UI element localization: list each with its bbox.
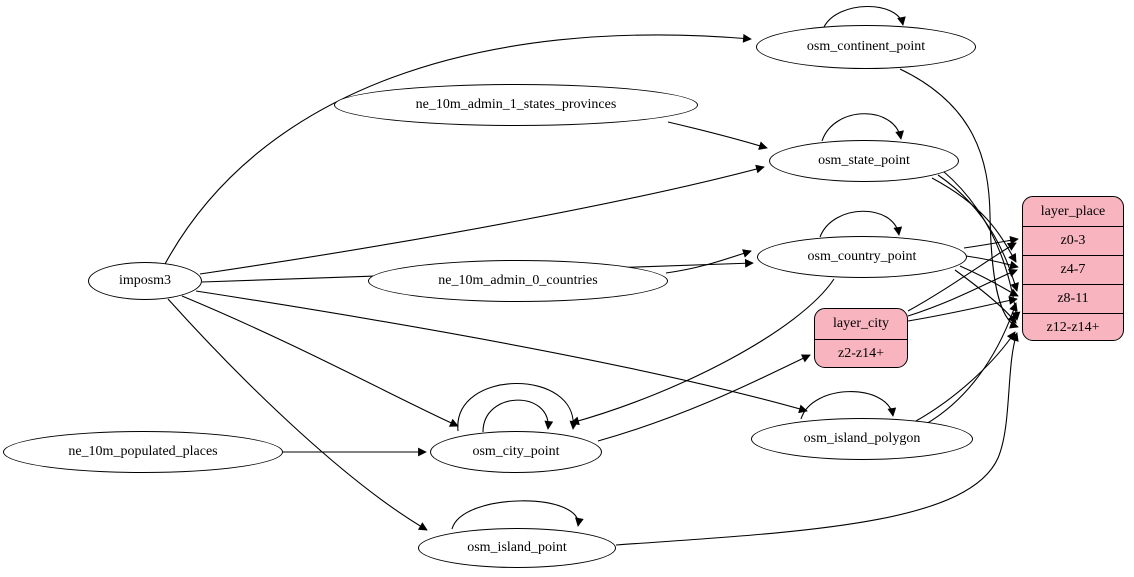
node-imposm3: imposm3 — [88, 262, 202, 300]
edge-country-city — [570, 278, 835, 426]
edge-layer-city-z4 — [907, 268, 1018, 317]
zoom-row-label: z8-11 — [1057, 291, 1089, 306]
node-label: osm_country_point — [807, 249, 917, 264]
edge-country-z4 — [965, 255, 1019, 270]
node-label: osm_island_point — [467, 540, 567, 555]
edge-imposm3-city — [181, 295, 459, 427]
edge-city-layer-city — [597, 354, 811, 442]
node-ne-10m-populated-places: ne_10m_populated_places — [3, 431, 283, 473]
edge-island-point-z12 — [615, 332, 1019, 546]
edge-layer-city-z0 — [907, 242, 1017, 312]
node-label: osm_city_point — [472, 444, 560, 459]
edge-state-z12 — [942, 170, 1021, 321]
self-loop-island-polygon — [800, 391, 897, 420]
record-layer-city: layer_city z2-z14+ — [814, 308, 908, 368]
zoom-row-z2-z14: z2-z14+ — [815, 339, 907, 367]
zoom-row-z4-7: z4-7 — [1023, 255, 1123, 284]
zoom-row-label: z12-z14+ — [1046, 320, 1100, 335]
node-osm-country-point: osm_country_point — [757, 236, 967, 278]
node-label: osm_island_polygon — [803, 431, 921, 446]
record-layer-place: layer_place z0-3 z4-7 z8-11 z12-z14+ — [1022, 196, 1124, 341]
self-loop-country — [819, 210, 903, 238]
self-loop-state — [821, 113, 904, 142]
node-label: ne_10m_admin_1_states_provinces — [415, 97, 617, 112]
edge-imposm3-island-point — [167, 298, 428, 531]
node-osm-continent-point: osm_continent_point — [756, 25, 976, 69]
edge-ne-admin1-state — [667, 121, 768, 150]
node-osm-state-point: osm_state_point — [769, 140, 959, 182]
edge-imposm3-state — [199, 164, 765, 275]
zoom-row-label: z4-7 — [1060, 262, 1086, 277]
edge-island-polygon-z12 — [915, 331, 1016, 422]
node-osm-island-point: osm_island_point — [418, 528, 616, 568]
edge-imposm3-continent — [164, 33, 752, 265]
zoom-row-z12-z14: z12-z14+ — [1023, 313, 1123, 340]
edge-continent-z12 — [899, 68, 1019, 329]
node-label: ne_10m_admin_0_countries — [438, 273, 598, 288]
record-title-label: layer_place — [1040, 203, 1106, 219]
zoom-row-z8-11: z8-11 — [1023, 284, 1123, 313]
edge-layer-city-z8 — [907, 296, 1018, 322]
edge-country-z8 — [959, 265, 1019, 297]
edge-ne-admin0-country — [665, 249, 752, 274]
node-ne-10m-admin-0-countries: ne_10m_admin_0_countries — [368, 260, 668, 302]
zoom-row-label: z0-3 — [1060, 233, 1086, 248]
edge-state-z4 — [931, 177, 1017, 263]
self-loop-continent — [823, 6, 906, 28]
edge-country-z0 — [963, 235, 1019, 249]
edge-imposm3-island-polygon — [195, 290, 808, 414]
node-label: ne_10m_populated_places — [68, 444, 218, 459]
record-title-label: layer_city — [833, 316, 889, 331]
zoom-row-z0-3: z0-3 — [1023, 226, 1123, 255]
self-loop-city-inner — [482, 399, 554, 433]
record-title: layer_place — [1023, 197, 1123, 226]
node-label: osm_continent_point — [806, 39, 926, 54]
node-label: osm_state_point — [818, 153, 910, 168]
node-osm-island-polygon: osm_island_polygon — [751, 418, 973, 460]
zoom-row-label: z2-z14+ — [838, 346, 884, 361]
edge-country-z12 — [954, 269, 1017, 324]
node-label: imposm3 — [118, 273, 172, 288]
self-loop-city-outer — [457, 382, 579, 432]
node-osm-city-point: osm_city_point — [430, 431, 602, 473]
node-ne-10m-admin-1-states-provinces: ne_10m_admin_1_states_provinces — [334, 84, 698, 126]
record-title: layer_city — [815, 309, 907, 339]
edge-state-z8 — [937, 174, 1019, 292]
self-loop-island-point — [451, 500, 584, 530]
